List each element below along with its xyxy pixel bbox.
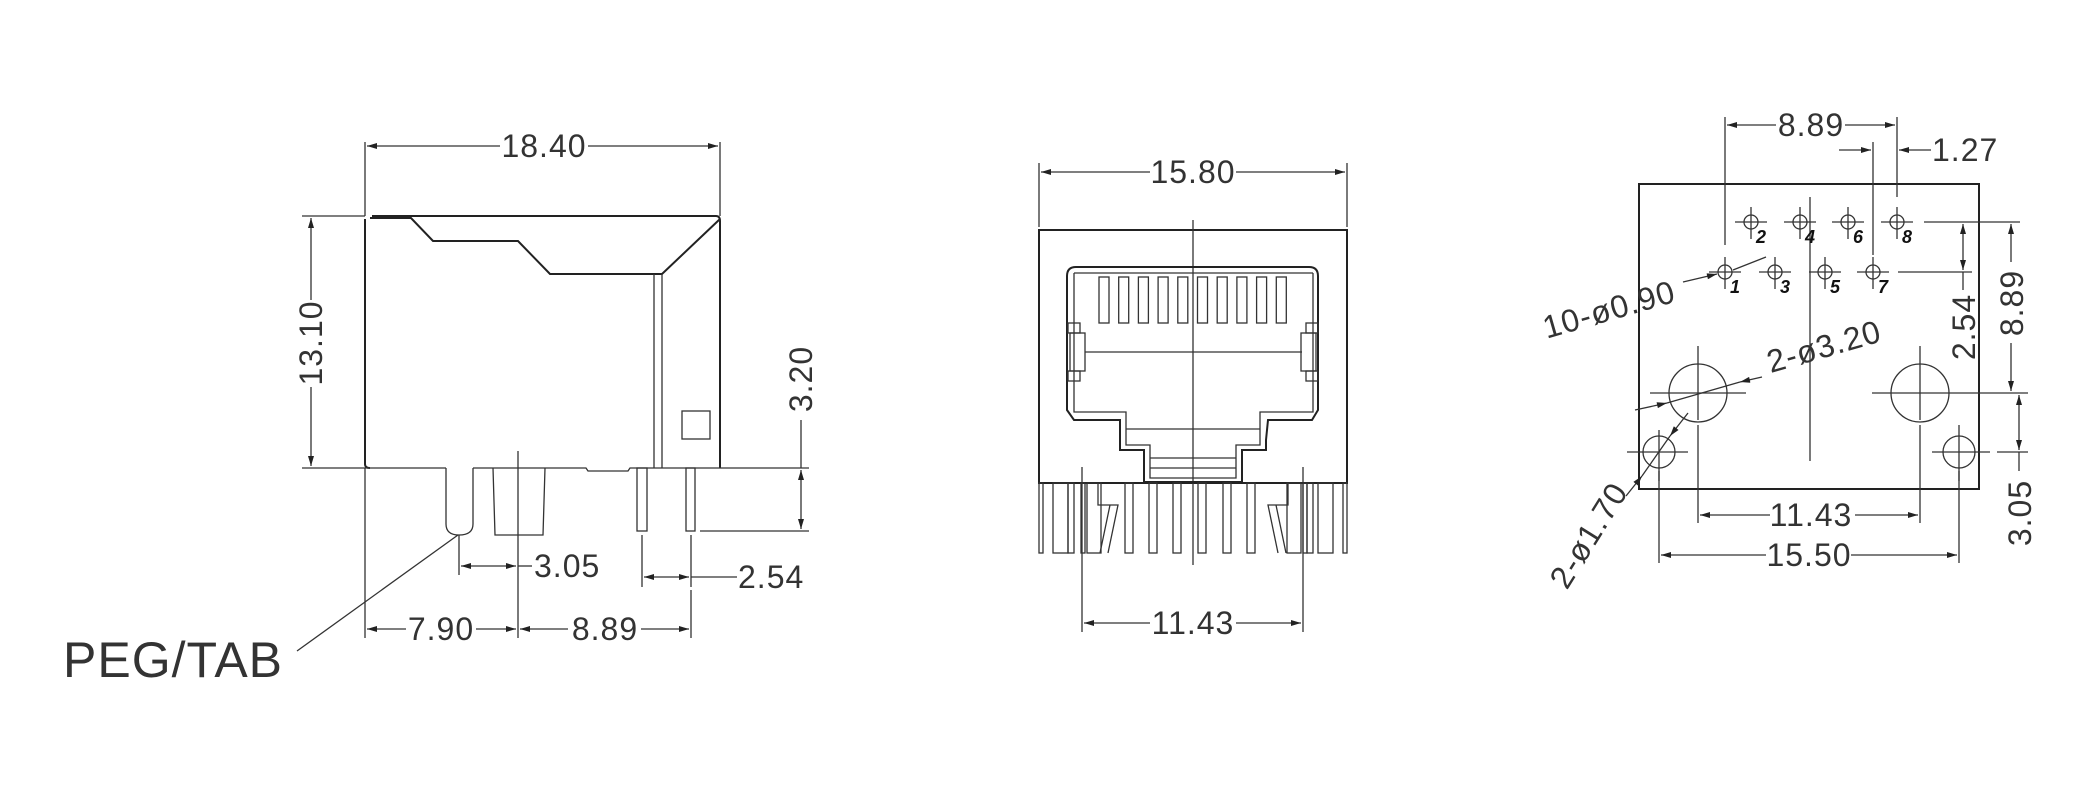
dim-large-holes-11-43: 11.43 [1770, 497, 1853, 533]
contact-slot [1255, 276, 1268, 324]
contact-slot [1118, 276, 1130, 324]
pin-number: 5 [1830, 277, 1841, 297]
side-led-window [681, 410, 711, 440]
dim-7-90: 7.90 [408, 611, 474, 647]
dim-row-spacing-2-54: 2.54 [1946, 294, 1982, 360]
front-pin [1038, 482, 1044, 554]
front-view: 15.80 11.43 [1038, 154, 1348, 641]
pin-number: 2 [1755, 227, 1766, 247]
dim-8-89: 8.89 [572, 611, 638, 647]
pin-number: 1 [1730, 277, 1740, 297]
contact-slot [1157, 276, 1169, 324]
contact-slot [1177, 276, 1189, 324]
front-pin [1246, 482, 1256, 554]
contact-slot [1196, 276, 1209, 324]
side-pin-2 [685, 467, 696, 532]
jack-contacts [1098, 276, 1287, 324]
pin-hole-1: 1 [1709, 257, 1741, 297]
dim-hole-offset-3-05: 3.05 [2002, 480, 2038, 546]
dim-pin-pitch-2-54: 2.54 [738, 559, 804, 595]
contact-slot [1275, 276, 1287, 324]
contact-slot [1137, 276, 1150, 324]
pin-hole-6: 6 [1832, 207, 1864, 247]
front-pin [1067, 482, 1075, 554]
small-hole-left [1627, 430, 1688, 481]
dim-width-18-40: 18.40 [501, 128, 586, 164]
peg-box [492, 467, 546, 536]
pin-number: 4 [1804, 227, 1815, 247]
front-latch-right [1267, 483, 1289, 554]
side-board-line [302, 467, 809, 472]
footprint-outline [1638, 183, 1980, 490]
pin-hole-8: 8 [1881, 207, 1913, 247]
side-view: 18.40 13.10 3.20 3.05 2.54 7.90 8.89 [63, 128, 819, 688]
footprint-view: 1 2 3 4 5 6 7 8 8.89 1.27 2.54 [1539, 107, 2038, 594]
jack-opening [1066, 266, 1319, 483]
front-pin [1222, 482, 1232, 554]
dim-pin-length-3-20: 3.20 [783, 346, 819, 412]
pin-hole-7: 7 [1857, 257, 1889, 297]
front-pin [1172, 482, 1182, 554]
footprint-pin-holes: 1 2 3 4 5 6 7 8 [1709, 207, 1913, 297]
dim-pin-to-hole-8-89: 8.89 [1994, 270, 2030, 336]
dim-height-13-10: 13.10 [293, 300, 329, 385]
contact-slot [1236, 276, 1248, 324]
pin-hole-2: 2 [1735, 207, 1767, 247]
front-pin [1124, 482, 1134, 554]
pin-number: 3 [1780, 277, 1790, 297]
pin-number: 6 [1853, 227, 1864, 247]
front-pins [1038, 482, 1348, 554]
peg-tab-leader [296, 534, 459, 652]
jack-inner [1073, 272, 1314, 479]
dim-pin-span-8-89: 8.89 [1778, 107, 1844, 143]
front-pin [1148, 482, 1158, 554]
dim-pin-offset-1-27: 1.27 [1932, 132, 1998, 168]
side-body-outline [364, 215, 721, 469]
front-latch-left [1097, 483, 1119, 554]
side-pin-1 [636, 467, 648, 532]
label-small-holes: 2-ø1.70 [1542, 476, 1635, 595]
front-pin [1317, 482, 1334, 554]
side-shield-edge [653, 274, 663, 468]
pin-number: 7 [1878, 277, 1889, 297]
front-pin [1342, 482, 1348, 554]
contact-slot [1216, 276, 1228, 324]
dim-small-holes-15-50: 15.50 [1766, 537, 1851, 573]
peg [445, 468, 474, 536]
label-large-holes: 2-ø3.20 [1763, 313, 1886, 380]
front-pin [1286, 482, 1302, 554]
pin-hole-3: 3 [1759, 257, 1791, 297]
pin-hole-5: 5 [1809, 257, 1841, 297]
small-hole-right [1932, 425, 1990, 481]
front-pin [1197, 482, 1207, 554]
large-hole-right [1872, 346, 1952, 423]
front-pin [1306, 482, 1314, 554]
label-pin-holes: 10-ø0.90 [1539, 273, 1680, 345]
contact-slot [1098, 276, 1110, 324]
dim-peg-spacing-11-43: 11.43 [1152, 605, 1235, 641]
large-hole-left [1650, 346, 1746, 423]
peg-tab-label: PEG/TAB [63, 632, 283, 688]
pin-hole-4: 4 [1784, 207, 1816, 247]
side-top-profile [370, 217, 721, 275]
dim-width-15-80: 15.80 [1150, 154, 1235, 190]
front-pin [1080, 482, 1086, 554]
dim-peg-3-05: 3.05 [534, 548, 600, 584]
pin-number: 8 [1902, 227, 1912, 247]
front-pin [1052, 482, 1069, 554]
front-pin [1086, 482, 1102, 554]
